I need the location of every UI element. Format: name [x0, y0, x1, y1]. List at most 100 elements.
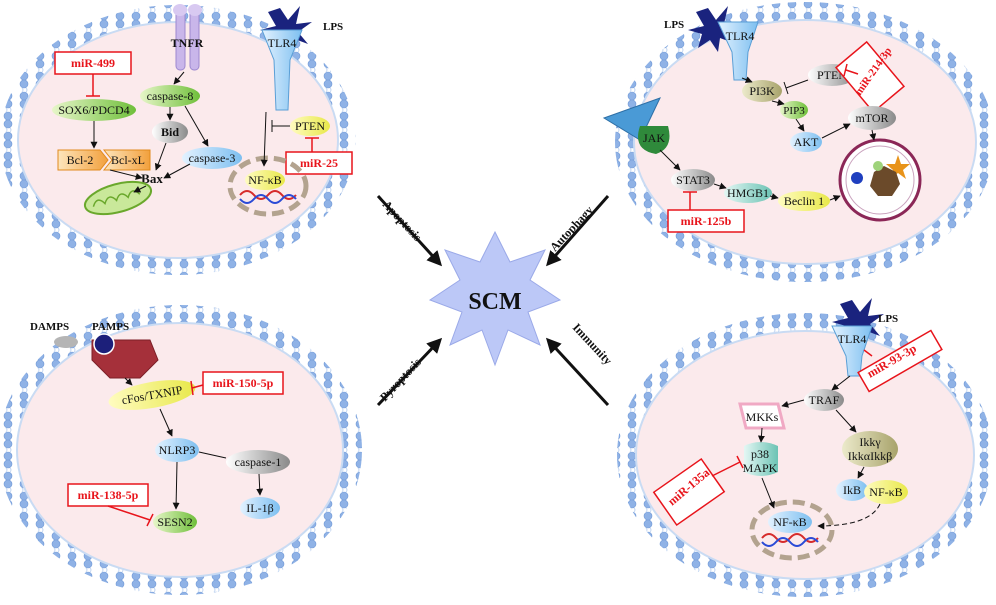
mir499-label: miR-499 [71, 56, 115, 70]
tlr4-receptor-icon [261, 29, 303, 111]
nfkb-label-apoptosis: NF-κB [248, 173, 281, 187]
pyroptosis-arrow [376, 337, 443, 407]
edge-traf-mkks [781, 399, 805, 408]
mir214-inhibit-bar [843, 63, 848, 77]
mir25-box [285, 151, 353, 175]
mkks-shape [738, 402, 786, 430]
pamps-label: PAMPS [92, 321, 129, 333]
pamps-receptor-icon [91, 333, 159, 379]
mir214-box [834, 40, 906, 114]
damps-label: DAMPS [30, 321, 69, 333]
ikkg-label: Ikkγ [859, 435, 881, 449]
edge-caspase3-bax [163, 163, 191, 179]
scm-star [428, 230, 562, 367]
immunity-arrow [545, 337, 610, 407]
mir138-inhibit-bar [146, 513, 154, 527]
lps-label-apoptosis: LPS [323, 21, 343, 33]
edge-stat3-hmgb1 [713, 182, 727, 190]
caspase1-label: caspase-1 [235, 455, 282, 469]
edge-bcl2-bax [109, 169, 143, 180]
jak-label: JAK [643, 131, 665, 145]
edge-akt-mtor [821, 123, 851, 139]
akt-shape [790, 132, 822, 152]
pten-inhibit-pi3k [785, 79, 809, 89]
sesn2-shape [153, 511, 197, 533]
cfos-shape [108, 380, 196, 410]
edge-ikk-ikb [857, 466, 865, 479]
edge-mtor-autophagosome [869, 129, 877, 141]
mtor-label: mTOR [855, 111, 888, 125]
pten-shape-apoptosis [290, 116, 330, 136]
caspase8-label: caspase-8 [147, 89, 194, 103]
tlr4-label-apoptosis: TLR4 [268, 36, 297, 50]
pten-inhibit-pi3k-bar [783, 81, 789, 95]
edge-caspase1-il1b [256, 473, 264, 496]
bclxl-shape [102, 149, 151, 171]
tnfr-receptor-icon [173, 4, 202, 71]
mir25-label: miR-25 [300, 156, 338, 170]
il1b-label: IL-1β [246, 501, 273, 515]
mapk-label: MAPK [743, 461, 778, 475]
edge-cfos-nlrp3 [159, 408, 173, 437]
edge-tnfr-caspase8 [173, 71, 185, 85]
pten-label-apoptosis: PTEN [295, 119, 325, 133]
mkks-label: MKKs [746, 410, 779, 424]
p38-label: p38 [751, 447, 769, 461]
akt-label: AKT [794, 135, 819, 149]
edge-nlrp3-caspase1 [198, 451, 227, 459]
bid-label: Bid [161, 125, 179, 139]
nfkb-cyto-shape [864, 480, 908, 504]
mir150-inhibit [191, 384, 204, 389]
bcl2-label: Bcl-2 [67, 153, 94, 167]
nlrp3-shape [155, 438, 199, 462]
nfkb-nuc-shape [768, 511, 812, 533]
mir150-label: miR-150-5p [213, 376, 274, 390]
edge-tlr4-pi3k [741, 76, 753, 83]
traf-shape [804, 389, 844, 411]
edge-tlr4-traf [831, 375, 851, 391]
ikb-shape [836, 479, 868, 501]
immunity-cell [617, 313, 993, 597]
apoptosis-label: Apoptosis [380, 197, 425, 244]
bclxl-label: Bcl-xL [111, 153, 145, 167]
ikkab-label: IkkαIkkβ [848, 449, 892, 463]
sesn2-label: SESN2 [157, 515, 192, 529]
nfkb-nuc-label: NF-κB [773, 515, 806, 529]
il1b-shape [240, 497, 280, 519]
mir125b-box [667, 209, 745, 233]
mir138-label: miR-138-5p [78, 488, 139, 502]
beclin1-shape [778, 191, 830, 211]
bcl2-shape [57, 149, 109, 171]
sox6-shape [52, 99, 136, 121]
lps-label-autophagy: LPS [664, 19, 684, 31]
sox6-label: SOX6/PDCD4 [58, 103, 129, 117]
edge-bid-bax [154, 142, 167, 171]
pi3k-shape [742, 80, 782, 102]
pyroptosis-label: Pyroptosis [377, 355, 424, 404]
lps-label-immunity: LPS [878, 313, 898, 325]
mir214-inhibit [845, 69, 859, 75]
mir125b-label: miR-125b [681, 214, 732, 228]
edge-nfkb-nucleus [817, 503, 881, 530]
caspase3-label: caspase-3 [189, 151, 236, 165]
immunity-label: Immunity [570, 320, 615, 367]
beclin1-label: Beclin 1 [784, 194, 824, 208]
caspase1-shape [226, 450, 290, 474]
mir150-box [202, 371, 284, 395]
hmgb1-label: HMGB1 [727, 186, 769, 200]
mir135-inhibit [711, 461, 741, 477]
p38-mapk-shape [744, 442, 778, 476]
edge-mkks-p38 [757, 427, 765, 443]
nucleus-apoptosis [227, 155, 309, 217]
caspase8-shape [140, 85, 200, 107]
traf-label: TRAF [809, 393, 840, 407]
scm-label: SCM [468, 289, 521, 315]
stat3-shape [671, 169, 715, 191]
edge-beclin1-autophagosome [829, 195, 841, 202]
stat3-label: STAT3 [676, 173, 710, 187]
edge-pamps-cfos [124, 377, 133, 386]
edge-jak-stat3 [659, 149, 681, 171]
edge-traf-ikk [835, 409, 857, 433]
pi3k-label: PI3K [749, 84, 775, 98]
mir93-box [857, 329, 943, 393]
